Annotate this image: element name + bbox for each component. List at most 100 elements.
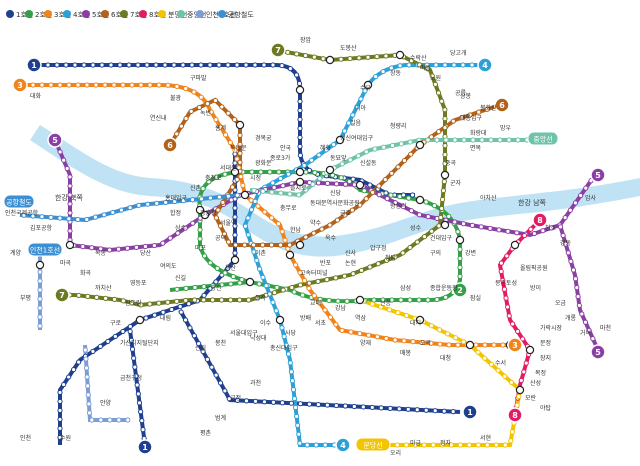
legend-label: 2호선 bbox=[35, 10, 52, 19]
station-dot bbox=[430, 442, 436, 448]
station-dot bbox=[225, 193, 231, 199]
station-label: 합정 bbox=[170, 209, 181, 217]
station-dot bbox=[232, 214, 238, 220]
transfer-station bbox=[295, 240, 305, 250]
station-label: 범계 bbox=[215, 414, 226, 422]
station-dot bbox=[206, 179, 212, 185]
station-dot bbox=[326, 297, 332, 304]
station-dot bbox=[107, 417, 113, 423]
station-label: 여의도 bbox=[160, 262, 177, 270]
station-dot bbox=[575, 293, 581, 300]
station-dot bbox=[110, 209, 116, 216]
station-dot bbox=[421, 234, 428, 240]
station-dot bbox=[433, 62, 439, 68]
station-dot bbox=[147, 82, 153, 88]
station-dot bbox=[57, 215, 63, 221]
station-dot bbox=[297, 152, 304, 158]
station-dot bbox=[66, 82, 72, 88]
station-dot bbox=[333, 181, 340, 187]
station-dot bbox=[198, 196, 205, 202]
station-dot bbox=[160, 309, 166, 315]
station-dot bbox=[37, 287, 43, 293]
station-dot bbox=[92, 214, 99, 220]
station-dot bbox=[488, 137, 494, 143]
station-dot bbox=[437, 341, 443, 347]
station-dot bbox=[178, 123, 185, 129]
station-dot bbox=[293, 262, 299, 268]
station-dot bbox=[86, 410, 93, 416]
legend-item: 5호선 bbox=[82, 10, 109, 19]
station-label: 야탑 bbox=[540, 404, 552, 412]
station-dot bbox=[310, 181, 316, 187]
station-label: 오리 bbox=[390, 449, 401, 457]
station-dot bbox=[198, 62, 204, 68]
station-label: 미아 bbox=[355, 104, 367, 112]
station-dot bbox=[254, 295, 260, 301]
station-dot bbox=[257, 266, 263, 272]
station-label: 혜화 bbox=[320, 144, 332, 152]
station-dot bbox=[139, 418, 145, 424]
station-dot bbox=[439, 205, 445, 212]
station-dot bbox=[500, 277, 506, 283]
station-dot bbox=[260, 242, 266, 248]
station-label: 인천국제공항 bbox=[5, 209, 39, 217]
station-label: 시청 bbox=[250, 175, 261, 182]
station-dot bbox=[294, 51, 300, 57]
station-dot bbox=[459, 115, 465, 121]
station-dot bbox=[279, 325, 285, 331]
station-dot bbox=[112, 333, 118, 340]
line-badge-circle bbox=[162, 137, 178, 153]
station-label: 화랑대 bbox=[470, 129, 487, 137]
line-badge-circle bbox=[590, 344, 606, 360]
station-dot bbox=[540, 228, 546, 234]
station-dot bbox=[234, 397, 241, 403]
station-dot bbox=[395, 310, 401, 316]
station-dot bbox=[405, 406, 411, 412]
station-dot bbox=[407, 297, 413, 303]
station-dot bbox=[278, 190, 284, 196]
station-dot bbox=[183, 297, 189, 304]
station-dot bbox=[297, 143, 303, 150]
station-dot bbox=[505, 304, 511, 310]
station-dot bbox=[434, 296, 440, 303]
station-dot bbox=[57, 82, 63, 88]
station-dot bbox=[128, 337, 134, 343]
station-label: 대림 bbox=[160, 314, 171, 322]
station-dot bbox=[209, 364, 215, 370]
station-dot bbox=[281, 333, 287, 340]
station-dot bbox=[523, 360, 529, 366]
legend-label: 7호선 bbox=[130, 10, 147, 19]
station-label: 신사 bbox=[345, 249, 357, 257]
line-name-tag-bg bbox=[3, 194, 35, 209]
station-dot bbox=[132, 364, 138, 370]
station-label: 종합운동장 bbox=[430, 284, 458, 292]
station-dot bbox=[187, 325, 193, 331]
legend-item: 3호선 bbox=[44, 10, 71, 19]
station-dot bbox=[436, 327, 443, 333]
station-dot bbox=[432, 408, 438, 414]
station-label: 면목 bbox=[470, 144, 482, 152]
station-dot bbox=[172, 198, 178, 205]
station-dot bbox=[291, 289, 297, 295]
station-dot bbox=[67, 174, 73, 180]
station-label: 수유 bbox=[360, 85, 372, 92]
station-dot bbox=[358, 267, 365, 273]
station-dot bbox=[435, 90, 442, 96]
station-dot bbox=[249, 169, 255, 175]
station-dot bbox=[356, 55, 362, 61]
station-dot bbox=[233, 242, 239, 248]
station-dot bbox=[63, 62, 69, 68]
station-dot bbox=[297, 282, 304, 288]
station-dot bbox=[408, 58, 415, 64]
line-badge-circle bbox=[47, 132, 63, 148]
station-dot bbox=[443, 137, 449, 143]
station-dot bbox=[363, 149, 370, 155]
line-badge: 4 bbox=[477, 57, 493, 73]
station-dot bbox=[37, 296, 43, 302]
station-dot bbox=[311, 293, 317, 299]
station-dot bbox=[297, 107, 303, 114]
station-dot bbox=[429, 73, 435, 79]
station-dot bbox=[475, 442, 481, 448]
station-label: 이촌 bbox=[255, 249, 267, 257]
line-badge-circle bbox=[270, 42, 286, 58]
